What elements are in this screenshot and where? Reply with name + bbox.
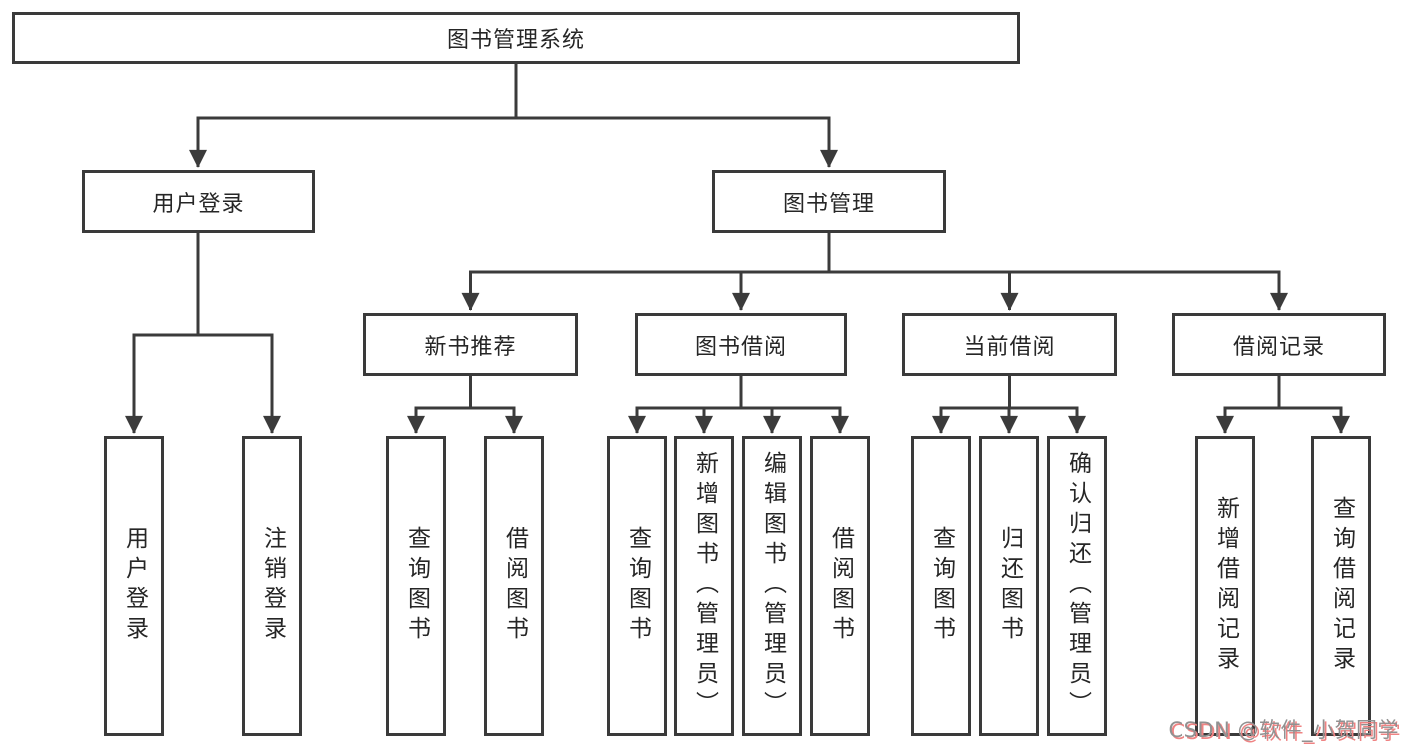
leaf-return-books: 归还图书 — [979, 436, 1039, 736]
node-label: 当前借阅 — [963, 334, 1056, 360]
node-label: 编辑图书（管理员） — [759, 451, 786, 721]
node-book-borrow: 图书借阅 — [635, 313, 847, 376]
connector-user-login-to-leaves — [125, 233, 281, 434]
node-label: 图书管理系统 — [446, 28, 585, 53]
leaf-add-borrow-record: 新增借阅记录 — [1195, 436, 1255, 736]
leaf-add-books-admin: 新增图书（管理员） — [674, 436, 734, 736]
node-label: 查询借阅记录 — [1328, 496, 1355, 676]
node-label: 借阅图书 — [501, 526, 528, 646]
connector-root-to-level1 — [189, 64, 838, 168]
leaf-query-books-current: 查询图书 — [911, 436, 971, 736]
connector-borrow-records-to-leaves — [1216, 376, 1350, 434]
node-user-login: 用户登录 — [82, 170, 315, 233]
leaf-confirm-return-admin: 确认归还（管理员） — [1047, 436, 1107, 736]
node-label: 图书管理 — [782, 191, 875, 217]
node-label: 新书推荐 — [424, 334, 517, 360]
node-label: 注销登录 — [259, 526, 286, 646]
node-label: 用户登录 — [152, 191, 245, 217]
node-label: 确认归还（管理员） — [1064, 451, 1091, 721]
leaf-borrow-books: 借阅图书 — [810, 436, 870, 736]
leaf-edit-books-admin: 编辑图书（管理员） — [742, 436, 802, 736]
node-label: 新增图书（管理员） — [691, 451, 718, 721]
leaf-user-login: 用户登录 — [104, 436, 164, 736]
leaf-logout: 注销登录 — [242, 436, 302, 736]
connector-current-borrow-to-leaves — [932, 376, 1086, 434]
node-label: 用户登录 — [121, 526, 148, 646]
node-label: 借阅图书 — [827, 526, 854, 646]
node-label: 借阅记录 — [1232, 334, 1325, 360]
node-book-management: 图书管理 — [712, 170, 946, 233]
node-label: 查询图书 — [624, 526, 651, 646]
node-label: 图书借阅 — [694, 334, 787, 360]
leaf-borrow-books-recommend: 借阅图书 — [484, 436, 544, 736]
node-label: 查询图书 — [403, 526, 430, 646]
node-system-root: 图书管理系统 — [12, 12, 1020, 64]
node-current-borrow: 当前借阅 — [902, 313, 1117, 376]
leaf-query-books-borrow: 查询图书 — [607, 436, 667, 736]
node-label: 归还图书 — [996, 526, 1023, 646]
csdn-watermark: CSDN @软件_小贺同学 — [1168, 718, 1399, 742]
connector-book-borrow-to-leaves — [628, 376, 849, 434]
connector-book-management-to-level2 — [461, 233, 1288, 311]
node-new-book-recommend: 新书推荐 — [363, 313, 578, 376]
leaf-query-books-recommend: 查询图书 — [386, 436, 446, 736]
leaf-query-borrow-record: 查询借阅记录 — [1311, 436, 1371, 736]
node-borrow-records: 借阅记录 — [1172, 313, 1386, 376]
node-label: 查询图书 — [928, 526, 955, 646]
connector-new-book-to-leaves — [407, 376, 523, 434]
node-label: 新增借阅记录 — [1212, 496, 1239, 676]
